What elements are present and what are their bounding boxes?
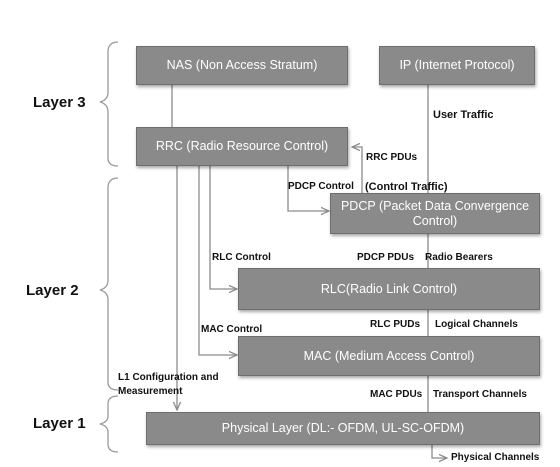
rrc-pdus-label: RRC PDUs bbox=[366, 152, 418, 163]
user-traffic-label: User Traffic bbox=[433, 109, 494, 121]
layer2-label: Layer 2 bbox=[26, 282, 79, 299]
pdcp-pdus-label: PDCP PDUs bbox=[357, 252, 415, 263]
pdcp-block-label-line2: Control) bbox=[412, 213, 458, 228]
mac-control-label: MAC Control bbox=[201, 324, 263, 335]
pdcp-block: PDCP (Packet Data Convergence Control) bbox=[330, 193, 540, 234]
pdcp-control-arrow bbox=[287, 166, 329, 211]
mac-control-arrow bbox=[198, 166, 237, 355]
rlc-block-label: RLC(Radio Link Control) bbox=[320, 281, 458, 296]
mac-block: MAC (Medium Access Control) bbox=[238, 336, 540, 376]
layer1-bracket bbox=[99, 395, 119, 453]
l1-config-label-line1: L1 Configuration and bbox=[118, 372, 219, 383]
physical-channels-arrow bbox=[431, 445, 447, 458]
rlc-block: RLC(Radio Link Control) bbox=[238, 268, 540, 310]
rlc-control-label: RLC Control bbox=[212, 252, 271, 263]
transport-channels-label: Transport Channels bbox=[433, 389, 527, 400]
physical-layer-block: Physical Layer (DL:- OFDM, UL-SC-OFDM) bbox=[146, 412, 540, 445]
layer2-bracket bbox=[99, 177, 119, 391]
control-traffic-label: (Control Traffic) bbox=[365, 181, 448, 193]
layer3-bracket bbox=[99, 41, 119, 167]
pdcp-control-label: PDCP Control bbox=[288, 181, 354, 192]
mac-pdus-label: MAC PDUs bbox=[370, 389, 423, 400]
rrc-block-label: RRC (Radio Resource Control) bbox=[155, 139, 329, 153]
pdcp-block-label-line1: PDCP (Packet Data Convergence bbox=[340, 198, 530, 213]
physical-layer-block-label: Physical Layer (DL:- OFDM, UL-SC-OFDM) bbox=[221, 421, 465, 435]
ip-block-label: IP (Internet Protocol) bbox=[399, 58, 515, 72]
layer1-label: Layer 1 bbox=[33, 415, 86, 432]
physical-channels-label: Physical Channels bbox=[451, 452, 540, 463]
rlc-puds-label: RLC PUDs bbox=[370, 319, 421, 330]
layer3-label: Layer 3 bbox=[33, 94, 86, 111]
ip-block: IP (Internet Protocol) bbox=[379, 46, 535, 85]
nas-block-label: NAS (Non Access Stratum) bbox=[166, 58, 318, 72]
nas-block: NAS (Non Access Stratum) bbox=[136, 46, 348, 85]
rrc-block: RRC (Radio Resource Control) bbox=[136, 127, 348, 166]
l1-config-label-line2: Measurement bbox=[118, 386, 183, 397]
radio-bearers-label: Radio Bearers bbox=[425, 252, 493, 263]
rlc-control-arrow bbox=[209, 166, 237, 289]
mac-block-label: MAC (Medium Access Control) bbox=[303, 348, 475, 363]
rrc-pdus-arrow bbox=[352, 147, 363, 194]
logical-channels-label: Logical Channels bbox=[435, 319, 518, 330]
